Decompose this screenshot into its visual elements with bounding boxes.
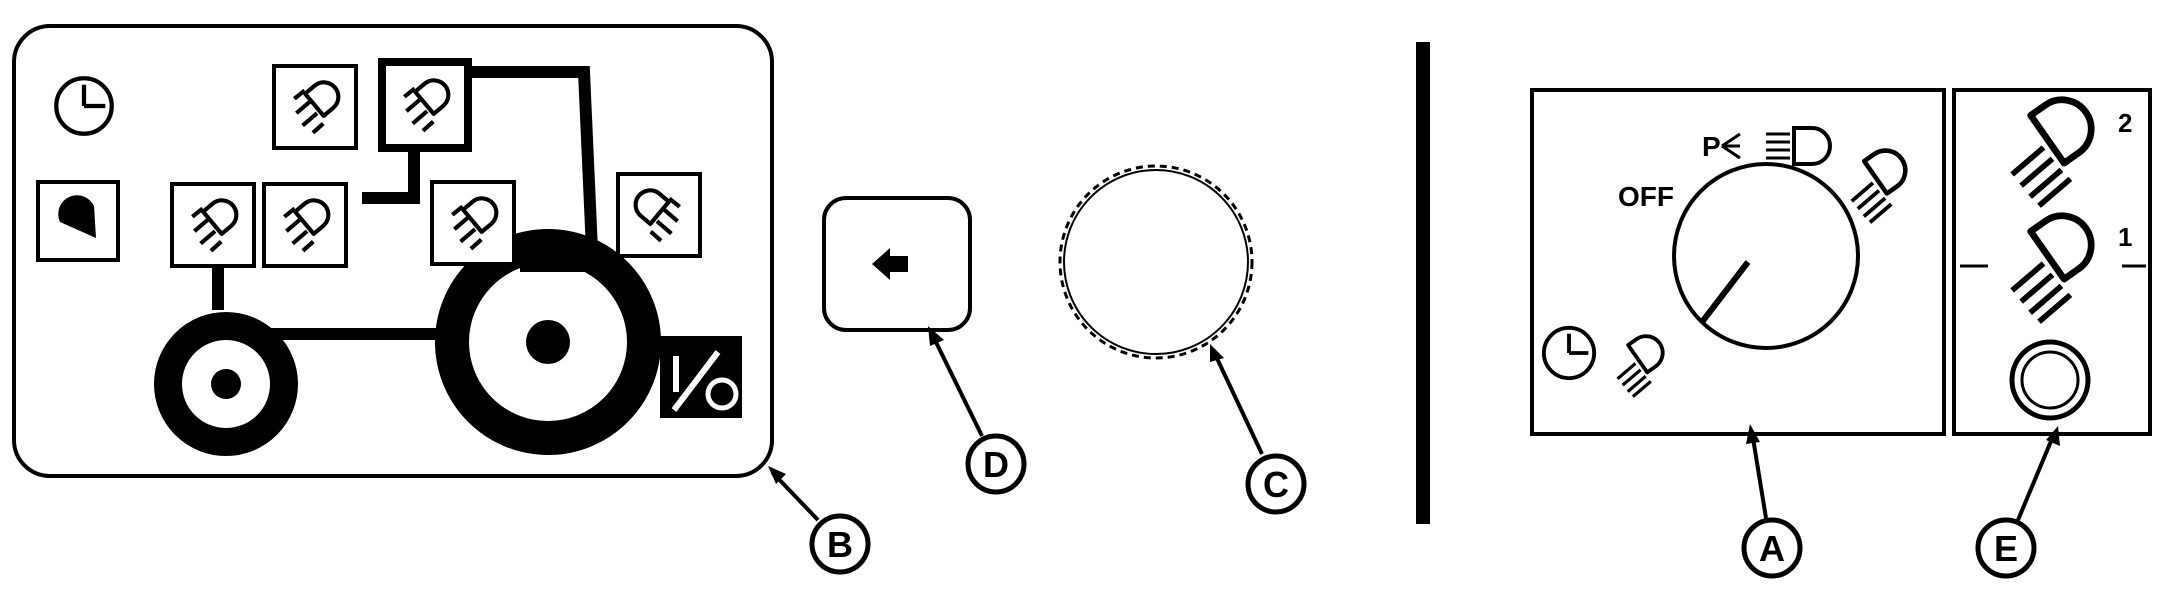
callout-d-label: D	[983, 444, 1009, 485]
section-divider	[1416, 42, 1430, 524]
callout-c: C	[1210, 344, 1307, 515]
beacon-indicator[interactable]	[36, 180, 120, 262]
panel-e-work-light-switch: 2 1	[1952, 88, 2152, 436]
work-light-indicator-hood-front[interactable]	[170, 182, 256, 268]
tractor-silhouette	[154, 66, 661, 456]
headlight-icon	[1766, 126, 1832, 166]
light-selector-knob[interactable]	[1672, 162, 1860, 350]
work-light-push-button[interactable]	[2009, 339, 2091, 421]
callout-e: E	[1975, 426, 2060, 579]
work-light-indicator-hood-middle[interactable]	[262, 182, 348, 268]
work-light-indicator-fender[interactable]	[430, 180, 516, 266]
position-1-label: 1	[2118, 222, 2132, 252]
panel-b-tractor-light-indicator	[12, 24, 774, 478]
callout-c-label: C	[1263, 464, 1289, 505]
parking-light-icon	[1721, 132, 1741, 160]
position-2-label: 2	[2118, 108, 2132, 138]
panel-a-light-switch: OFF P	[1530, 88, 1946, 436]
io-indicator[interactable]	[660, 336, 742, 418]
work-light-indicator-cab-front-left[interactable]	[272, 64, 358, 150]
callout-a: A	[1741, 424, 1803, 579]
arrow-left-icon	[872, 248, 908, 280]
arrow-button-d[interactable]	[822, 196, 972, 332]
off-position-label: OFF	[1618, 181, 1674, 212]
work-light-indicator-cab-front-right-active[interactable]	[378, 58, 472, 152]
parking-light-label: P	[1702, 131, 1721, 162]
callout-a-label: A	[1759, 528, 1785, 569]
callout-d: D	[928, 326, 1027, 495]
callout-b-label: B	[827, 524, 853, 565]
rotary-knob-c[interactable]	[1058, 164, 1254, 360]
work-light-indicator-rear[interactable]	[616, 172, 702, 258]
beacon-icon	[58, 195, 96, 238]
callout-b: B	[768, 466, 871, 575]
callout-e-label: E	[1994, 528, 2018, 569]
